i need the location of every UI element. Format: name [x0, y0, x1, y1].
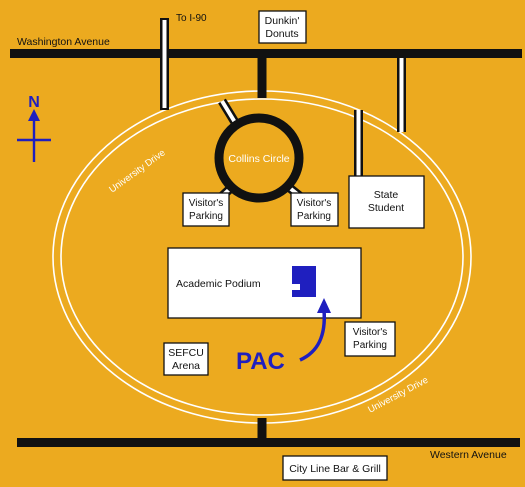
washington-avenue-road — [10, 49, 522, 58]
dunkin-donuts-box — [258, 10, 307, 44]
collins-circle-label: Collins Circle — [228, 153, 289, 165]
state-student-line1: State — [374, 189, 399, 201]
collins-spoke-nw-fill — [220, 99, 238, 126]
pac-building-shape — [292, 266, 316, 297]
pac-arrow-icon — [299, 309, 327, 362]
collins-circle-ring — [214, 113, 304, 203]
state-student-line2: Student — [368, 202, 404, 214]
visitor-parking-left-line1: Visitor's — [189, 198, 224, 209]
pac-label: PAC — [236, 348, 285, 375]
visitor-parking-lower-line2: Parking — [353, 340, 387, 351]
north-arrow-icon — [17, 109, 51, 162]
city-line-box — [282, 455, 388, 481]
state-student-box — [348, 175, 425, 229]
visitor-parking-center-box — [290, 192, 339, 227]
visitor-parking-left-line2: Parking — [189, 211, 223, 222]
university-drive-inner — [60, 98, 464, 416]
city-line-label: City Line Bar & Grill — [289, 463, 381, 475]
visitor-parking-lower-line1: Visitor's — [353, 327, 388, 338]
state-student-road-fill — [356, 110, 361, 176]
pac-arrowhead-icon — [317, 298, 331, 313]
western-avenue-road — [17, 438, 520, 447]
dunkin-donuts-line2: Donuts — [265, 28, 298, 40]
to-i90-label: To I-90 — [176, 13, 207, 24]
visitor-parking-center-line1: Visitor's — [297, 198, 332, 209]
visitor-parking-lower-box — [344, 321, 396, 357]
academic-podium-label: Academic Podium — [176, 278, 261, 290]
visitor-parking-center-line2: Parking — [297, 211, 331, 222]
sefcu-arena-line2: Arena — [172, 360, 200, 372]
visitor-parking-left-box — [182, 192, 230, 227]
western-avenue-label: Western Avenue — [430, 449, 507, 461]
dunkin-donuts-line1: Dunkin' — [265, 15, 300, 27]
to-i90-road-fill — [162, 20, 167, 108]
sefcu-arena-box — [163, 342, 209, 376]
sefcu-arena-line1: SEFCU — [168, 347, 204, 359]
academic-podium-box — [167, 247, 362, 319]
washington-avenue-label: Washington Avenue — [17, 36, 110, 48]
east-road-fill — [399, 58, 404, 132]
compass-label: N — [28, 94, 40, 111]
